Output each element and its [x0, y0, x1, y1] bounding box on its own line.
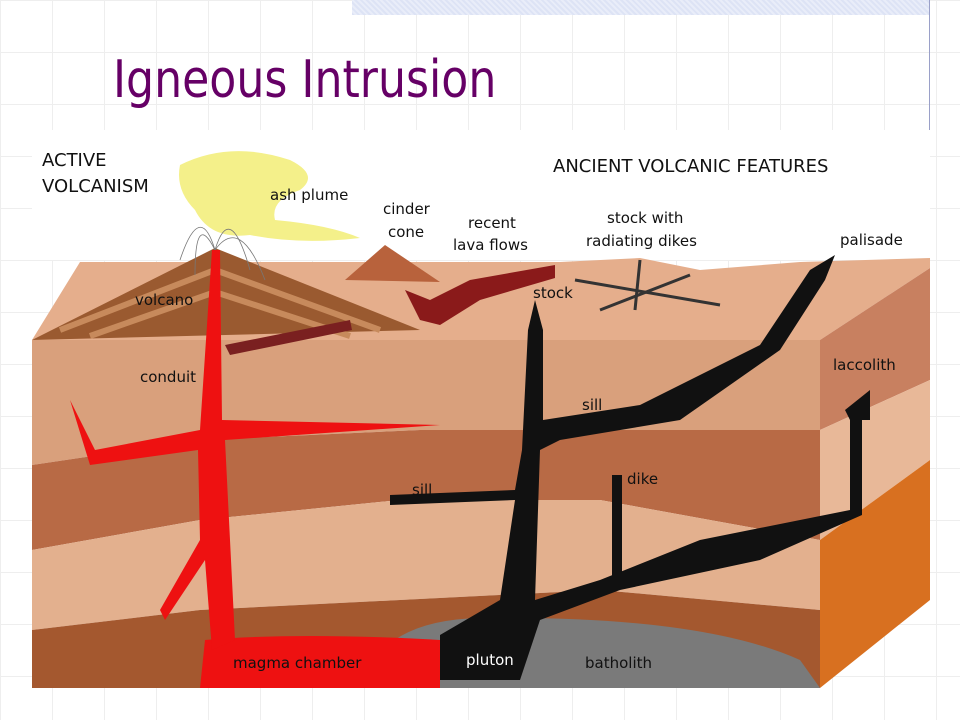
cinder-cone: [345, 245, 440, 282]
ash-plume: [179, 151, 360, 241]
magma-chamber: [200, 636, 440, 688]
label-ash-plume: ash plume: [270, 186, 348, 204]
label-cinder: cinder: [383, 200, 431, 218]
side-layer-2: [820, 380, 930, 540]
label-conduit: conduit: [140, 368, 196, 386]
conduit: [70, 250, 440, 650]
header-band: [352, 0, 930, 15]
label-ancient-features: ANCIENT VOLCANIC FEATURES: [553, 156, 828, 177]
label-magma-chamber: magma chamber: [233, 654, 362, 672]
slide-title: Igneous Intrusion: [113, 50, 497, 110]
layer-2: [32, 430, 820, 550]
label-volcanism: VOLCANISM: [42, 176, 149, 197]
label-pluton: pluton: [466, 651, 514, 669]
label-stock: stock: [533, 284, 573, 302]
ejecta-lines: [179, 227, 266, 281]
label-recent: recent: [468, 214, 516, 232]
dike: [612, 475, 622, 585]
label-dike: dike: [627, 470, 658, 488]
side-layer-1: [820, 268, 930, 430]
label-active: ACTIVE: [42, 150, 107, 171]
slide-divider: [929, 0, 930, 250]
label-laccolith: laccolith: [833, 356, 896, 374]
label-sill-upper: sill: [582, 396, 602, 414]
old-lava-sill: [225, 320, 352, 355]
label-cone: cone: [388, 223, 424, 241]
radiating-dikes: [574, 259, 721, 312]
side-layer-3: [820, 460, 930, 688]
label-volcano: volcano: [135, 291, 193, 309]
label-palisade: palisade: [840, 231, 903, 249]
label-lava-flows: lava flows: [453, 236, 528, 254]
label-stock-with: stock with: [607, 209, 683, 227]
label-batholith: batholith: [585, 654, 652, 672]
label-sill-lower: sill: [412, 481, 432, 499]
black-intrusions: [390, 255, 870, 680]
label-radiating-dikes: radiating dikes: [586, 232, 697, 250]
diagram-sky: [32, 130, 930, 260]
lava-flows: [405, 265, 555, 325]
